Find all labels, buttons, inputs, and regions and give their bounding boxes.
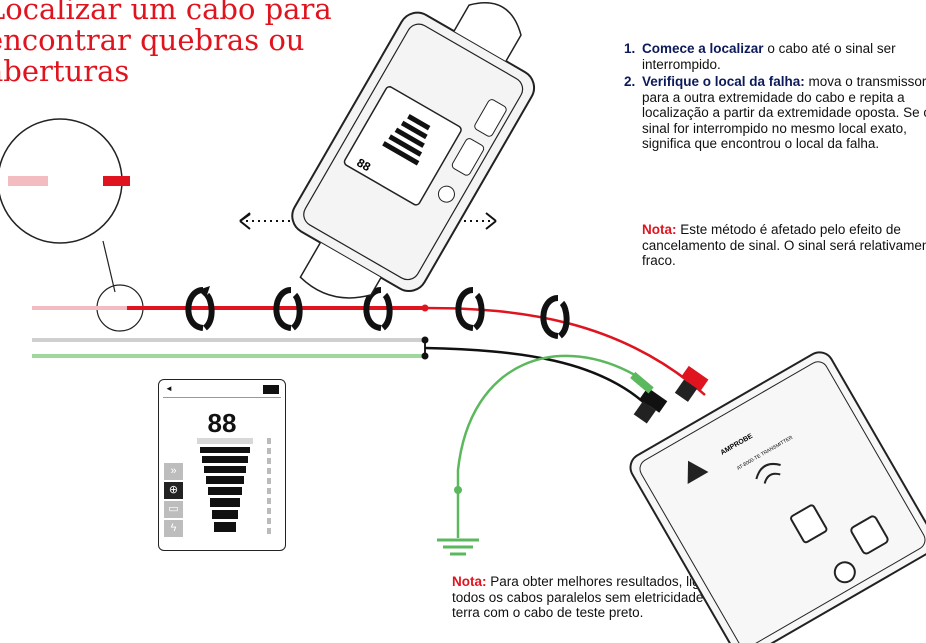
- meter-divider: [163, 397, 281, 398]
- rotation-arrow-icon: [540, 295, 570, 339]
- dotted-arrow-right-icon: [440, 212, 497, 230]
- speaker-icon: ◄: [165, 384, 173, 393]
- meter-bars: [195, 438, 255, 535]
- note-grounding: Nota: Para obter melhores resultados, li…: [452, 574, 732, 621]
- step-2: 2. Verifique o local da falha: mova o tra…: [624, 74, 926, 152]
- meter-value: 88: [207, 408, 237, 438]
- meter-side-scale: [267, 438, 271, 538]
- meter-display-panel: ◄ 88 » ⊕ ▭ ϟ: [158, 379, 286, 551]
- rotation-arrow-icon: [273, 287, 303, 331]
- step-2-number: 2.: [624, 74, 636, 89]
- voltage-icon: ϟ: [164, 520, 183, 537]
- rotation-arrow-icon: [363, 287, 393, 331]
- step-1-number: 1.: [624, 41, 636, 56]
- ground-symbol-icon: [437, 538, 479, 556]
- step-1-text: o cabo até o sinal ser interrompido.: [642, 41, 896, 72]
- step-1-bold: Comece a localizar: [642, 41, 764, 56]
- receiver-display: 88: [354, 155, 373, 174]
- dotted-arrow-left-icon: [239, 212, 300, 230]
- black-plug: [633, 387, 668, 424]
- green-plug: [630, 371, 654, 394]
- red-plug: [674, 365, 709, 402]
- rotation-arrow-icon: [455, 287, 485, 331]
- magnifier: [0, 118, 144, 332]
- battery-icon: [263, 385, 279, 394]
- transmitter-device: [629, 351, 926, 643]
- target-icon: ⊕: [164, 482, 183, 499]
- step-1: 1. Comece a localizar o cabo até o sinal …: [624, 41, 926, 72]
- rotation-arrow-icon: [185, 286, 215, 331]
- meter-topbar: ◄: [165, 384, 279, 394]
- cables: [32, 304, 706, 538]
- note1-text: Este método é afetado pelo efeito de can…: [642, 222, 926, 268]
- note2-text: Para obter melhores resultados, ligue to…: [452, 574, 715, 620]
- note2-label: Nota:: [452, 574, 487, 589]
- receiver-device: 88: [291, 2, 536, 299]
- wave-icon: ▭: [164, 501, 183, 518]
- instructions-list: 1. Comece a localizar o cabo até o sinal …: [624, 41, 926, 154]
- step-2-bold: Verifique o local da falha:: [642, 74, 805, 89]
- rotation-arrows: [185, 286, 570, 339]
- tracing-icon: »: [164, 463, 183, 480]
- note1-label: Nota:: [642, 222, 677, 237]
- page-title: Localizar um cabo para encontrar quebras…: [0, 0, 332, 88]
- step-2-text: mova o transmissor para a outra extremid…: [642, 74, 926, 151]
- note-signal-cancellation: Nota: Este método é afetado pelo efeito …: [642, 222, 926, 269]
